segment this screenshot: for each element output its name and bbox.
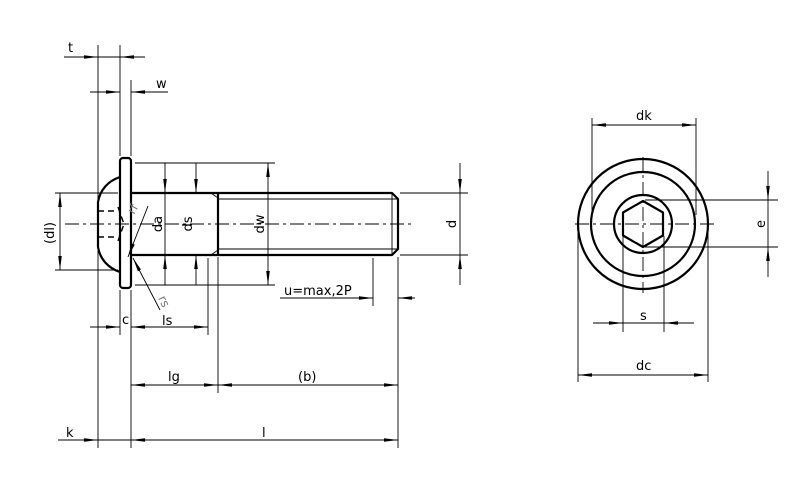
- label-dw: dw: [253, 214, 268, 233]
- label-b: (b): [298, 370, 316, 385]
- label-dc: dc: [636, 359, 651, 374]
- extension-lines: [55, 45, 468, 448]
- leader-rs: [132, 257, 161, 311]
- flange: [118, 156, 133, 290]
- label-lg: lg: [168, 370, 180, 385]
- label-t: t: [68, 41, 73, 56]
- centerline-end: [575, 157, 715, 293]
- side-view: t w (dl) da ds dw d rf rs: [43, 41, 468, 448]
- thread-runout: [210, 192, 219, 256]
- label-ls: ls: [162, 314, 173, 329]
- leader-rf: [127, 205, 149, 258]
- label-d: d: [445, 220, 460, 228]
- head-dome: [96, 175, 121, 274]
- label-rs: rs: [155, 293, 172, 309]
- hex-socket: [621, 199, 665, 249]
- label-w: w: [156, 77, 167, 92]
- end-extension-lines: [577, 118, 778, 382]
- label-u: u=max,2P: [284, 284, 352, 299]
- label-dl: (dl): [43, 222, 58, 244]
- label-ds: ds: [181, 216, 196, 231]
- label-e: e: [754, 220, 769, 228]
- label-k: k: [66, 426, 74, 441]
- label-dk: dk: [636, 109, 652, 124]
- end-view: dk dc s e: [575, 109, 778, 382]
- label-s: s: [640, 309, 647, 324]
- label-rf: rf: [124, 201, 141, 217]
- label-da: da: [151, 216, 166, 232]
- label-c: c: [122, 313, 129, 328]
- label-l: l: [262, 426, 266, 441]
